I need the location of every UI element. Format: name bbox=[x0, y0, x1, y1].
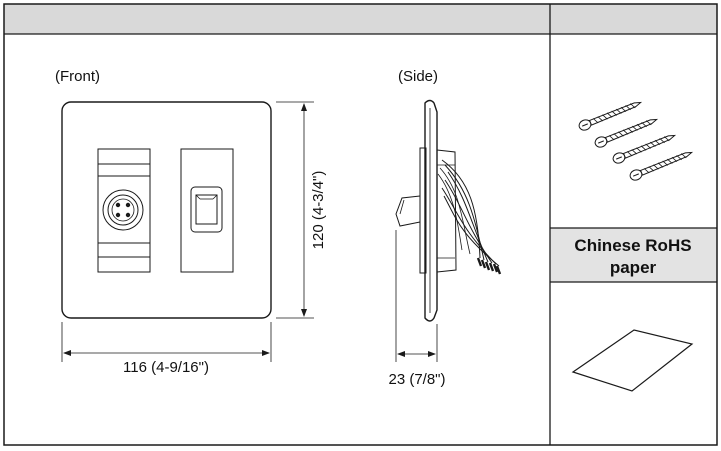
plate-profile bbox=[424, 99, 438, 322]
rohs-title-line2: paper bbox=[610, 258, 657, 277]
screw-icon bbox=[612, 134, 677, 164]
right-module bbox=[180, 148, 234, 273]
screw-icon bbox=[629, 151, 694, 181]
mounting-frame bbox=[419, 147, 427, 274]
table-grid bbox=[3, 3, 718, 446]
left-module bbox=[97, 148, 151, 273]
front-view-label: (Front) bbox=[55, 68, 100, 85]
depth-dimension-label: 23 (7/8") bbox=[388, 371, 445, 388]
width-dimension bbox=[61, 322, 272, 362]
height-dimension bbox=[276, 101, 314, 319]
side-view: 23 (7/8") (Side) bbox=[388, 68, 502, 388]
depth-dimension bbox=[395, 230, 438, 362]
header-row bbox=[4, 4, 717, 34]
height-dimension-label: 120 (4-3/4") bbox=[310, 171, 327, 250]
front-view: 120 (4-3/4") 116 (4-9/16") (Front) bbox=[55, 68, 327, 376]
paper-sheet-icon bbox=[571, 329, 694, 392]
table-border bbox=[3, 3, 718, 446]
round-connector-icon bbox=[102, 189, 144, 231]
rohs-label-cell bbox=[550, 228, 717, 282]
side-view-label: (Side) bbox=[398, 68, 438, 85]
width-dimension-label: 116 (4-9/16") bbox=[123, 359, 209, 376]
square-jack-icon bbox=[190, 186, 223, 233]
wire-bundle bbox=[437, 159, 502, 275]
rohs-title-line1: Chinese RoHS bbox=[574, 236, 691, 255]
screws-illustration bbox=[578, 101, 694, 181]
front-knob bbox=[395, 195, 421, 227]
screw-icon bbox=[594, 118, 659, 148]
faceplate-outline bbox=[61, 101, 272, 319]
screw-icon bbox=[578, 101, 643, 131]
